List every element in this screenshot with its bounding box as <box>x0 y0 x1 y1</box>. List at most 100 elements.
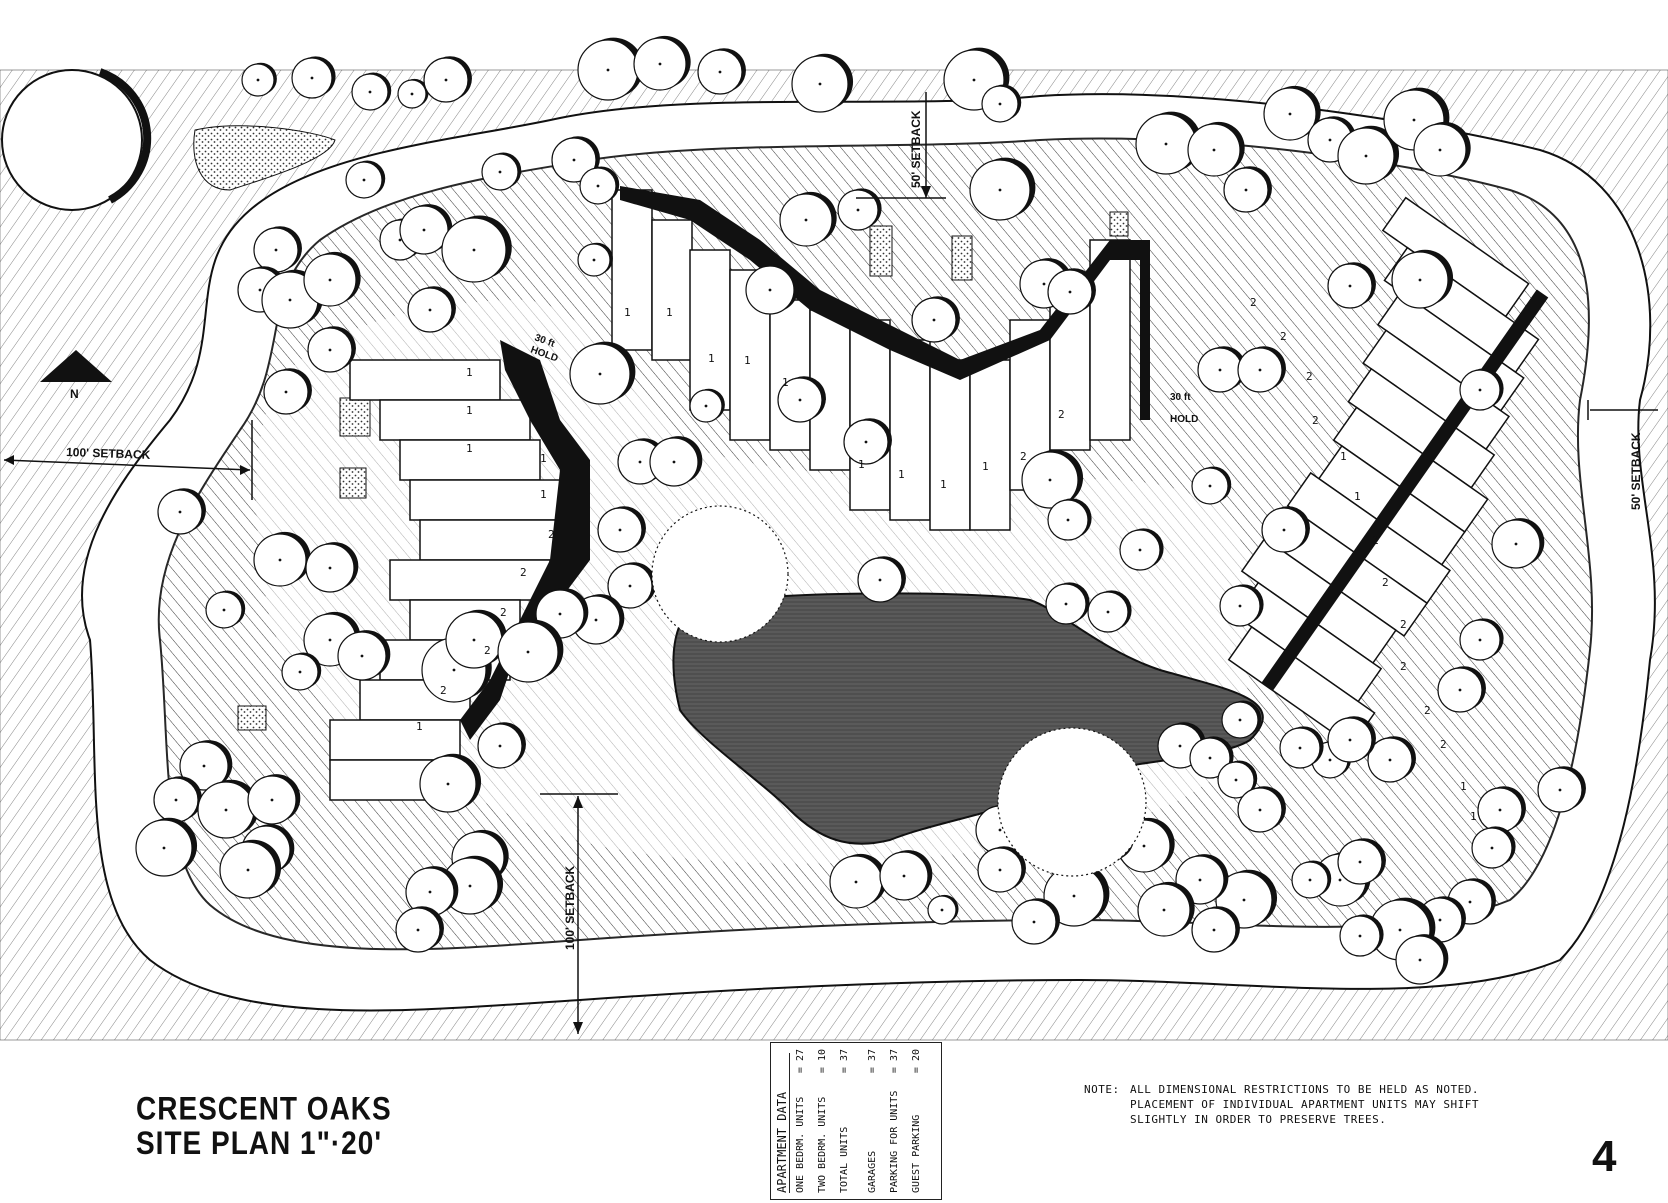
tree-trunk <box>1498 808 1502 812</box>
tree <box>791 53 854 113</box>
tree-trunk <box>1048 478 1052 482</box>
apt-row: GUEST PARKING= 20 <box>911 1049 922 1193</box>
tree-trunk <box>328 278 332 282</box>
tree <box>253 226 302 273</box>
north-arrow: N <box>40 350 112 401</box>
tree <box>407 286 456 333</box>
tree-trunk <box>1412 118 1416 122</box>
tree-trunk <box>594 618 598 622</box>
setback-east-label: 50' SETBACK <box>1629 432 1643 510</box>
apartment-data-table: APARTMENT DATA ONE BEDRM. UNITS= 27 TWO … <box>770 1042 942 1200</box>
tree-trunk <box>638 460 642 464</box>
apartment-unit <box>769 299 811 451</box>
tree <box>1413 121 1471 177</box>
unit-type-label: 1 <box>466 366 473 379</box>
tree-trunk <box>856 208 860 212</box>
tree-trunk <box>1388 758 1392 762</box>
tree-trunk <box>526 650 530 654</box>
tree-trunk <box>1478 638 1482 642</box>
tree-trunk <box>1068 290 1072 294</box>
tree-trunk <box>1106 610 1110 614</box>
apartment-unit <box>889 339 931 521</box>
hold-right-top: 30 ft <box>1170 392 1191 403</box>
tree <box>1135 111 1202 175</box>
tree <box>303 611 361 667</box>
tree <box>649 436 703 487</box>
tree-trunk <box>932 318 936 322</box>
tree-trunk <box>246 868 250 872</box>
hold-note-right: 30 ft HOLD <box>1170 392 1198 425</box>
tree-trunk <box>618 528 622 532</box>
tree-trunk <box>1162 908 1166 912</box>
tree-trunk <box>1234 778 1238 782</box>
tree <box>1217 760 1258 799</box>
apartment-unit <box>849 319 891 511</box>
unit-type-label: 2 <box>484 644 491 657</box>
tree-trunk <box>328 566 332 570</box>
tree-trunk <box>162 846 166 850</box>
tree <box>303 251 361 307</box>
tree-trunk <box>1208 756 1212 760</box>
tree <box>405 866 459 917</box>
apt-row: PARKING FOR UNITS= 37 <box>889 1049 900 1193</box>
tree-trunk <box>1288 112 1292 116</box>
tree <box>263 368 312 415</box>
tree <box>291 56 336 99</box>
tree-trunk <box>998 828 1002 832</box>
tree <box>1339 914 1384 957</box>
tree-trunk <box>328 348 332 352</box>
tree-trunk <box>1418 958 1422 962</box>
tree <box>633 35 691 91</box>
tree <box>1119 528 1164 571</box>
tree <box>197 779 260 839</box>
tree <box>445 609 508 669</box>
apt-row-label: PARKING FOR UNITS <box>889 1090 900 1193</box>
tree-trunk <box>1398 928 1402 932</box>
apt-row-label: GARAGES <box>867 1150 878 1193</box>
tree-trunk <box>596 184 600 188</box>
unit-type-label: 1 <box>1470 810 1477 823</box>
tree <box>337 630 391 681</box>
tree-trunk <box>854 880 858 884</box>
tree <box>1045 582 1090 625</box>
apartment-unit <box>611 189 653 351</box>
tree <box>345 160 386 199</box>
apartment-unit <box>689 249 731 411</box>
setback-east: 50' SETBACK <box>1587 400 1658 510</box>
tree <box>607 562 656 609</box>
tree <box>281 652 322 691</box>
tree-trunk <box>1418 278 1422 282</box>
tree-trunk <box>1218 368 1222 372</box>
unit-type-label: 1 <box>940 478 947 491</box>
tree <box>857 556 906 603</box>
project-title: CRESCENT OAKS <box>136 1090 392 1127</box>
tree-trunk <box>1282 528 1286 532</box>
tree <box>397 78 429 109</box>
tree-trunk <box>558 612 562 616</box>
tree <box>307 326 356 373</box>
feature-circle <box>1 69 143 211</box>
tree-trunk <box>416 928 420 932</box>
unit-type-label: 2 <box>520 566 527 579</box>
tree-trunk <box>1358 860 1362 864</box>
unit-type-label: 1 <box>982 460 989 473</box>
tree <box>1237 346 1286 393</box>
tree <box>1279 726 1324 769</box>
tree <box>497 619 564 683</box>
tree-trunk <box>1328 758 1332 762</box>
tree-trunk <box>718 70 722 74</box>
tree <box>1191 906 1240 953</box>
tree <box>1021 449 1084 509</box>
tree <box>1491 518 1545 569</box>
tree <box>1337 838 1386 885</box>
tree <box>1337 125 1400 185</box>
tree <box>1477 786 1526 833</box>
apartment-unit <box>379 399 531 441</box>
tree-trunk <box>818 82 822 86</box>
tree <box>1327 716 1376 763</box>
tree-trunk <box>284 390 288 394</box>
apartment-unit <box>329 719 461 761</box>
apartment-data-heading: APARTMENT DATA <box>775 1053 790 1193</box>
building-shadow <box>620 186 1150 420</box>
tree-trunk <box>1328 138 1332 142</box>
